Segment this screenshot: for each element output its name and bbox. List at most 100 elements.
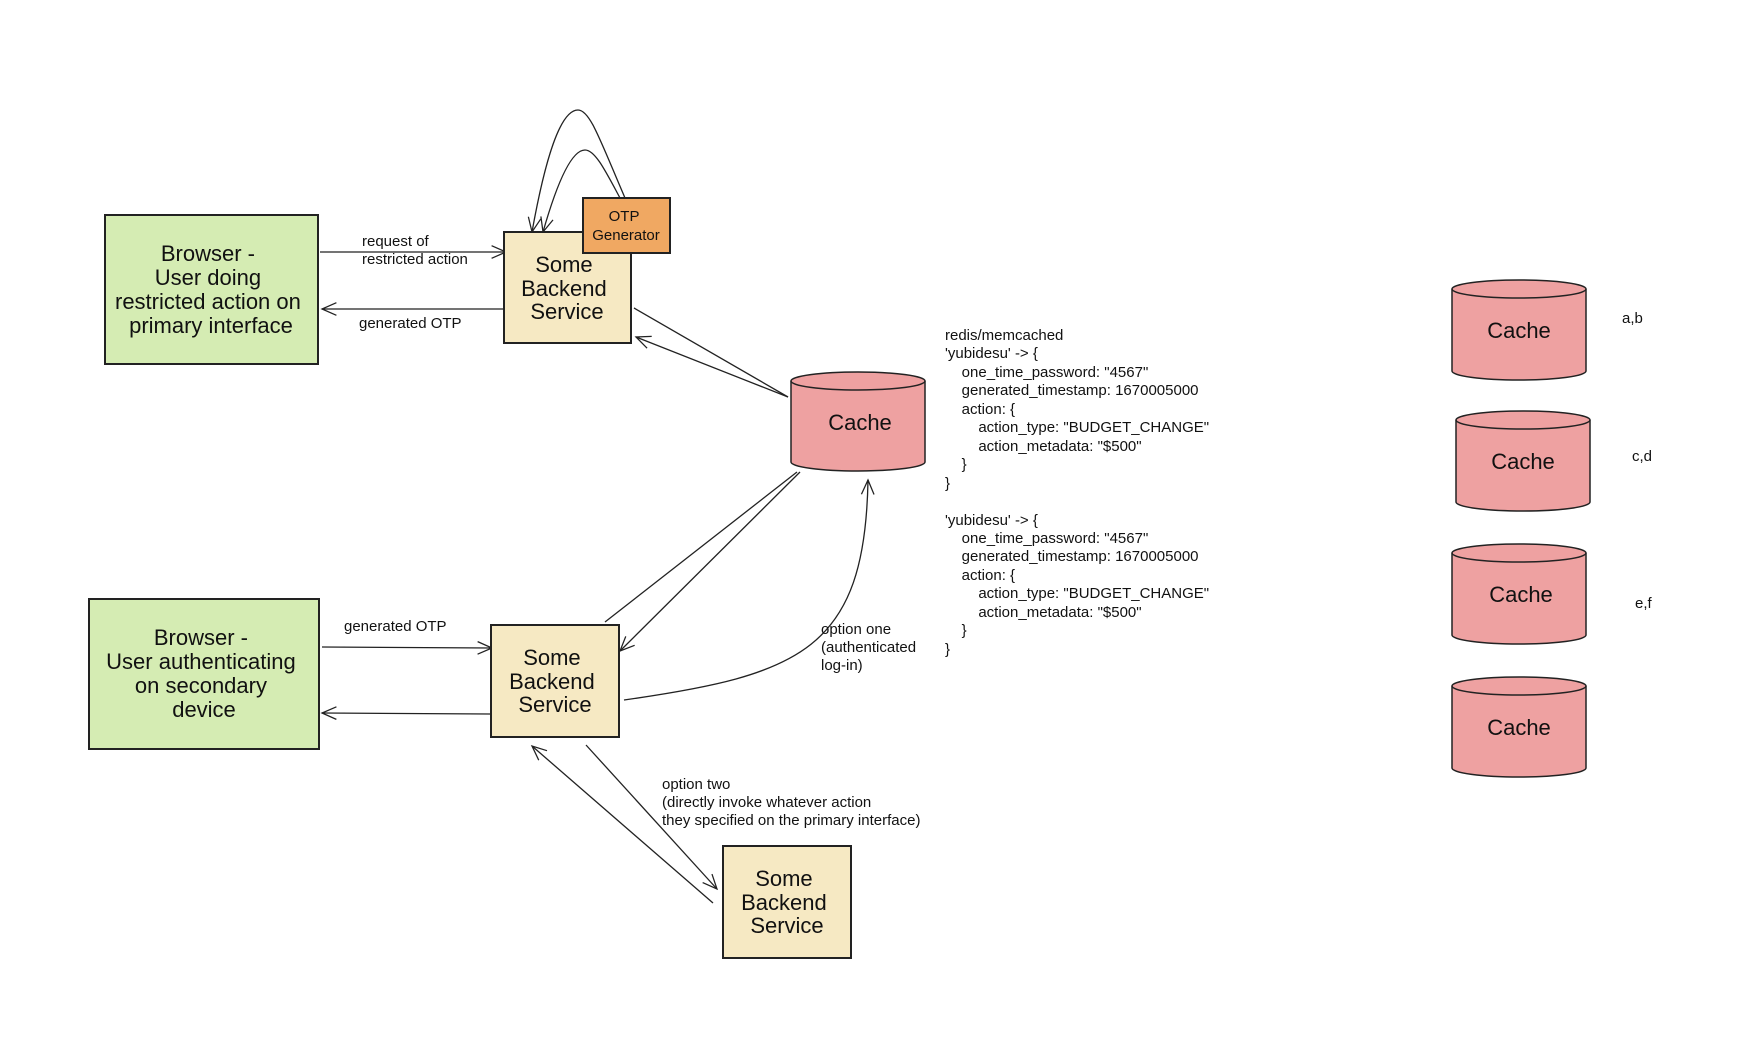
browser-primary-box [104, 214, 319, 365]
label-option-two-line-3: they specified on the primary interface) [662, 812, 920, 829]
cache-note-line: one_time_password: "4567" [945, 530, 1148, 547]
label-request-line-2: restricted action [362, 251, 468, 268]
browser-primary-line-4: primary interface [129, 313, 293, 338]
browser-primary-node: Browser - User doing restricted action o… [104, 214, 319, 365]
edge-service-mid-to-cache [604, 471, 798, 623]
shard-cache-3-keys: e,f [1635, 595, 1653, 612]
shard-cache-2-top-rim [1455, 419, 1591, 430]
cache-notes: redis/memcached 'yubidesu' -> { one_time… [0, 0, 1238, 658]
service-mid-box [490, 624, 620, 738]
svg-text:Some Backend Servi: Some Backend Service [509, 645, 601, 717]
cache-note-line: } [945, 475, 950, 492]
svg-text:redis/memcached 'yubides: redis/memcached 'yubidesu' -> { one_time… [0, 0, 1238, 658]
otp-generator-node: OTP Generator [582, 197, 671, 254]
browser-secondary-line-2: User authenticating [106, 649, 296, 674]
shard-cache-1-label: Cache [1487, 318, 1551, 343]
label-option-one-line-2: (authenticated [821, 639, 916, 656]
shard-cache-4-cylinder [1451, 676, 1587, 778]
label-request-line-1: request of [362, 233, 430, 250]
browser-secondary-node: Browser - User authenticating on seconda… [88, 598, 320, 750]
service-bottom-line-2: Backend [741, 890, 827, 915]
shard-cache-1-keys: a,b [1622, 310, 1643, 327]
label-generated-otp-mid: generated OTP [344, 618, 447, 635]
browser-primary-line-1: Browser - [161, 241, 255, 266]
service-bottom-node: Some Backend Service [722, 845, 852, 959]
label-option-two-line-2: (directly invoke whatever action [662, 794, 871, 811]
shard-cache-4-top-rim [1451, 685, 1587, 696]
edge-cache-to-service-top [634, 335, 789, 398]
label-option-two-line-1: option two [662, 776, 730, 793]
cache-note-line: action: { [945, 401, 1015, 418]
cache-note-line: } [945, 456, 967, 473]
cache-note-line: 'yubidesu' -> { [945, 345, 1038, 362]
edge-service-bottom-to-service-mid [530, 744, 714, 904]
edge-otp-generator-loop-outer [527, 109, 626, 234]
shard-cache-3: Cache e,f [1451, 543, 1653, 645]
shard-cache-2: Cache c,d [1455, 410, 1652, 512]
shard-cache-1-cylinder [1451, 279, 1587, 381]
browser-primary-line-2: User doing [155, 265, 261, 290]
shard-cache-4-label: Cache [1487, 715, 1551, 740]
shard-cache-2-label: Cache [1491, 449, 1555, 474]
browser-primary-line-3: restricted action on [115, 289, 301, 314]
shard-cache-2-cylinder [1455, 410, 1591, 512]
edge-labels: request of restricted action generated O… [344, 233, 920, 829]
cache-note-line: action_metadata: "$500" [945, 604, 1142, 621]
edge-generated-otp-to-service-mid [321, 641, 494, 655]
shard-cache-3-cylinder [1451, 543, 1587, 645]
cache-note-line: action: { [945, 567, 1015, 584]
service-mid-line-1: Some [523, 645, 580, 670]
cache-main-top-rim [790, 380, 926, 391]
edge-option-one-to-cache [623, 478, 875, 701]
svg-text:Browser - User doing: Browser - User doing restricted action o… [115, 241, 307, 338]
cache-note-line: action_type: "BUDGET_CHANGE" [945, 585, 1209, 602]
cache-note-line: action_metadata: "$500" [945, 438, 1142, 455]
cache-note-line: action_type: "BUDGET_CHANGE" [945, 419, 1209, 436]
service-mid-node: Some Backend Service [490, 624, 620, 738]
shard-cache-4: Cache [1451, 676, 1587, 778]
label-option-one-line-3: log-in) [821, 657, 863, 674]
shard-cache-3-label: Cache [1489, 582, 1553, 607]
service-bottom-line-3: Service [750, 913, 823, 938]
edge-service-to-cache [633, 307, 789, 398]
service-top-line-3: Service [530, 299, 603, 324]
cache-note-line: redis/memcached [945, 327, 1063, 344]
otp-generator-box [582, 197, 671, 254]
shard-cache-1: Cache a,b [1451, 279, 1643, 381]
cache-main-cylinder [790, 371, 926, 472]
browser-secondary-line-3: on secondary [135, 673, 267, 698]
cache-note-line: } [945, 622, 967, 639]
cache-main-node: Cache [790, 371, 926, 472]
browser-secondary-box [88, 598, 320, 750]
shard-cache-3-top-rim [1451, 552, 1587, 563]
svg-text:Some Backend Servi: Some Backend Service [521, 252, 613, 324]
otp-generator-line-2: Generator [592, 227, 660, 244]
cache-main-label: Cache [828, 410, 892, 435]
cache-note-line: generated_timestamp: 1670005000 [945, 548, 1199, 565]
service-mid-line-2: Backend [509, 669, 595, 694]
shard-cache-1-top-rim [1451, 288, 1587, 299]
label-option-one-line-1: option one [821, 621, 891, 638]
svg-text:option one (authenticate: option one (authenticated log-in) [821, 621, 920, 674]
edge-cache-to-service-mid [618, 471, 801, 653]
svg-text:Some Backend Servi: Some Backend Service [741, 866, 833, 938]
edges [320, 109, 875, 904]
shard-cache-2-keys: c,d [1632, 448, 1652, 465]
label-generated-otp-top: generated OTP [359, 315, 462, 332]
svg-text:Browser - User authentic: Browser - User authenticating on seconda… [106, 625, 302, 722]
svg-text:request of restricted ac: request of restricted action [362, 233, 468, 268]
otp-generator-line-1: OTP [609, 208, 640, 225]
service-mid-line-3: Service [518, 692, 591, 717]
cache-note-line: one_time_password: "4567" [945, 364, 1148, 381]
service-top-line-2: Backend [521, 276, 607, 301]
service-bottom-box [722, 845, 852, 959]
service-top-line-1: Some [535, 252, 592, 277]
edge-option-two-to-service-bottom [585, 744, 719, 891]
svg-text:OTP Generator: OTP Generator [592, 208, 660, 244]
cache-note-line: generated_timestamp: 1670005000 [945, 382, 1199, 399]
browser-secondary-line-1: Browser - [154, 625, 248, 650]
cache-note-line: 'yubidesu' -> { [945, 512, 1038, 529]
svg-text:option two (directly inv: option two (directly invoke whatever act… [662, 776, 920, 829]
edge-otp-generator-loop-inner [540, 149, 621, 234]
